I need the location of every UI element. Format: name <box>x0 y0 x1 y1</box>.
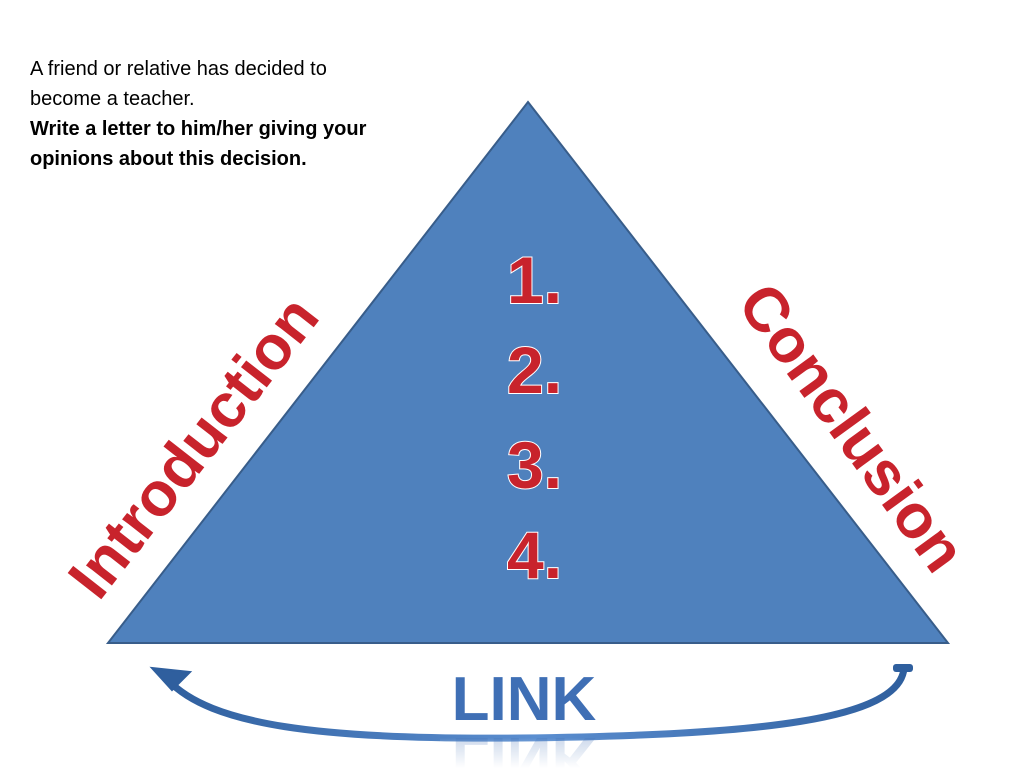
point-number-3: 3. <box>507 428 562 502</box>
essay-prompt: A friend or relative has decided to beco… <box>30 54 430 174</box>
reflection-fade <box>440 738 610 768</box>
pyramid-triangle <box>105 100 951 644</box>
point-number-4: 4. <box>507 518 562 592</box>
link-arrow-end-cap <box>893 664 913 672</box>
prompt-line-1: A friend or relative has decided to <box>30 58 327 80</box>
link-arrow <box>164 664 908 742</box>
prompt-line-2: become a teacher. <box>30 88 195 110</box>
prompt-line-3: Write a letter to him/her giving your <box>30 118 367 140</box>
point-number-1: 1. <box>507 243 562 317</box>
link-arrowhead-icon <box>149 666 193 692</box>
link-label: LINK <box>452 665 597 734</box>
point-number-2: 2. <box>507 333 562 407</box>
prompt-line-4: opinions about this decision. <box>30 148 307 170</box>
